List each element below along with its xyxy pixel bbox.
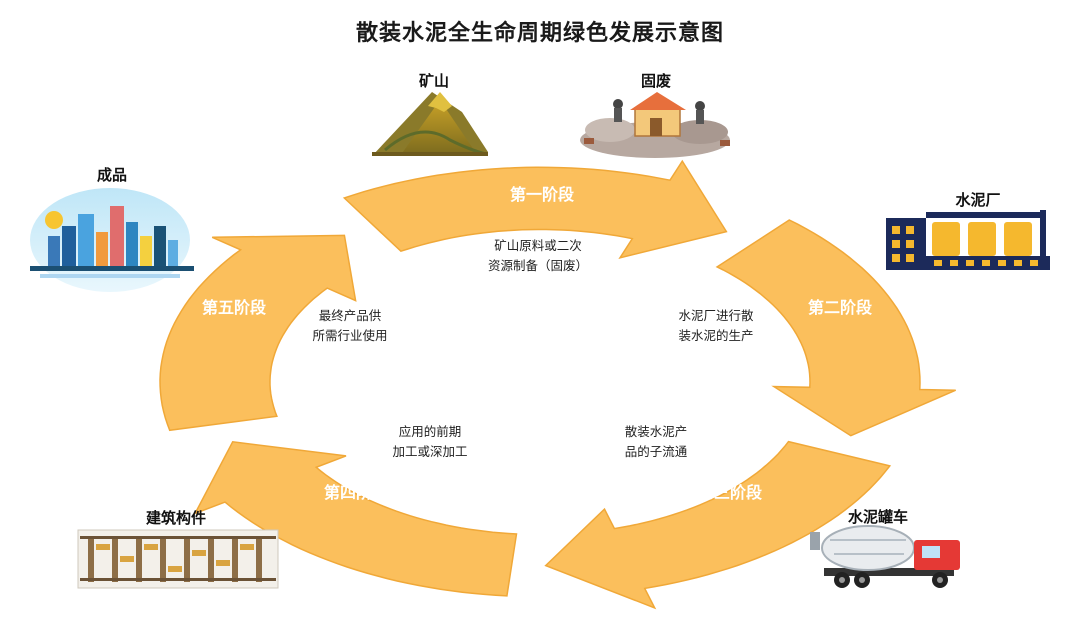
- factory-icon: [886, 210, 1050, 270]
- mine-label: 矿山: [419, 72, 449, 90]
- stage-2-desc-line-1: 水泥厂进行散: [678, 308, 754, 323]
- stage-4-desc-line-1: 应用的前期: [399, 424, 462, 439]
- stage-3-desc-line-1: 散装水泥产: [625, 424, 688, 439]
- stage-1-label: 第一阶段: [510, 185, 575, 204]
- stage-5-label: 第五阶段: [202, 298, 267, 317]
- stage-5-desc-line-1: 最终产品供: [319, 308, 382, 323]
- solid-waste-label: 固废: [641, 72, 671, 90]
- products-label: 成品: [97, 166, 127, 184]
- stage-2-arrow: [715, 219, 956, 437]
- stage-2-desc-line-2: 装水泥的生产: [678, 328, 753, 343]
- stage-4-desc-line-2: 加工或深加工: [392, 444, 467, 459]
- stage-5-arrow: [159, 234, 357, 432]
- tanker-label: 水泥罐车: [848, 508, 908, 526]
- stage-4-label: 第四阶段: [324, 483, 389, 502]
- stage-1-desc-line-2: 资源制备（固废）: [488, 258, 588, 273]
- stage-3-arrow: [544, 440, 892, 610]
- cycle-arrows: [159, 159, 956, 610]
- building-components-icon: [77, 529, 279, 589]
- cement-mixer-truck-icon: [810, 525, 960, 588]
- stage-2-label: 第二阶段: [808, 298, 873, 317]
- components-label: 建筑构件: [146, 509, 206, 527]
- stage-3-desc-line-2: 品的子流通: [625, 444, 688, 459]
- stage-4-arrow: [193, 440, 518, 597]
- page-title: 散装水泥全生命周期绿色发展示意图: [356, 20, 724, 46]
- stage-1-desc-line-1: 矿山原料或二次: [494, 238, 582, 253]
- city-skyline-icon: [30, 188, 194, 292]
- stage-5-desc-line-2: 所需行业使用: [312, 328, 387, 343]
- stage-3-label: 第三阶段: [698, 483, 763, 502]
- cement-plant-label: 水泥厂: [955, 191, 1000, 209]
- demolished-house-icon: [580, 92, 730, 158]
- stage-1-arrow: [342, 159, 728, 259]
- mountain-icon: [372, 92, 488, 156]
